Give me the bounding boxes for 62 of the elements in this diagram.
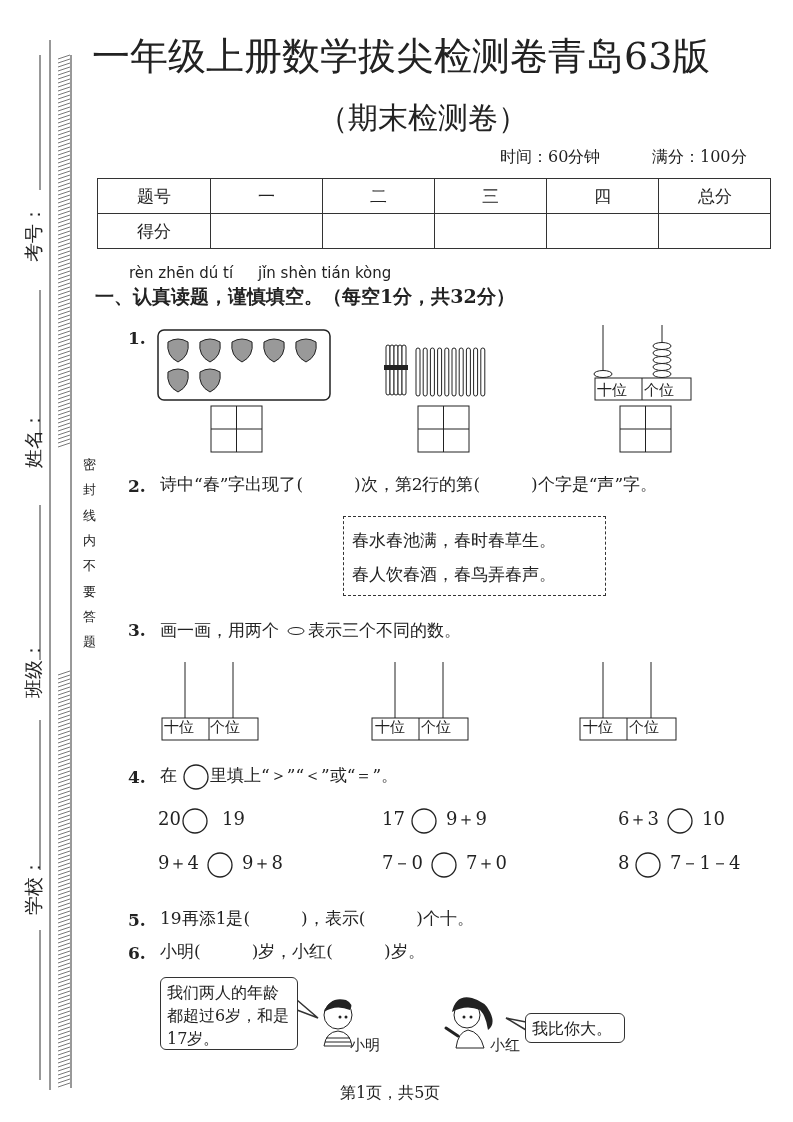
place-value-label: 个位 — [210, 718, 240, 736]
question-text: 画一画，用两个 — [160, 620, 279, 641]
expression: 7－1－4 — [670, 852, 741, 874]
expression: 7－0 — [382, 852, 423, 874]
expression: 7＋0 — [466, 852, 507, 874]
table-header-text: 四 — [594, 184, 611, 208]
question-text: 19再添1是( )，表示( )个十。 — [160, 908, 474, 929]
question-text: 表示三个不同的数。 — [308, 620, 461, 641]
place-value-label: 个位 — [421, 718, 451, 736]
time-info: 时间：60分钟 — [500, 147, 601, 167]
seal-line-notice: 密封线内不要答题 — [83, 456, 96, 652]
speech-bubble — [525, 1013, 625, 1043]
table-header-text: 得分 — [137, 219, 171, 243]
table-header-text: 总分 — [697, 184, 732, 208]
expression: 6＋3 — [618, 808, 659, 830]
poem-line: 春人饮春酒，春鸟弄春声。 — [352, 563, 557, 586]
section-heading: 一、认真读题，谨慎填空。（每空1分，共32分） — [95, 285, 515, 308]
place-value-label: 个位 — [644, 381, 674, 399]
question-text: 里填上“＞”“＜”或“＝”。 — [210, 765, 399, 786]
poem-box — [343, 516, 606, 596]
name-label: 姓名： — [22, 411, 45, 468]
score-info: 满分：100分 — [652, 147, 747, 167]
question-number: 3. — [128, 620, 146, 641]
exam-number-label: 考号： — [22, 205, 45, 262]
character-name: 小红 — [490, 1036, 520, 1054]
question-number: 4. — [128, 767, 146, 788]
title: 一年级上册数学拔尖检测卷青岛63版 — [92, 34, 711, 80]
place-value-label: 十位 — [583, 718, 613, 736]
pinyin: rèn zhēn dú tí — [129, 264, 234, 282]
character-name: 小明 — [350, 1036, 380, 1054]
speech-text: 我比你大。 — [532, 1018, 613, 1040]
place-value-label: 十位 — [164, 718, 194, 736]
question-number: 5. — [128, 910, 146, 931]
poem-line: 春水春池满，春时春草生。 — [352, 529, 557, 552]
question-text: 小明( )岁，小红( )岁。 — [160, 941, 425, 962]
expression: 9＋4 — [158, 852, 199, 874]
place-value-label: 十位 — [597, 381, 627, 399]
table-header-text: 题号 — [137, 184, 171, 208]
expression: 17 — [382, 808, 405, 830]
class-label: 班级： — [22, 641, 45, 698]
place-value-label: 个位 — [629, 718, 659, 736]
question-number: 6. — [128, 943, 146, 964]
expression: 9＋8 — [242, 852, 283, 874]
question-number: 2. — [128, 476, 146, 497]
pinyin: jǐn shèn tián kòng — [258, 264, 392, 282]
question-text: 在 — [160, 765, 177, 786]
number: 20 — [158, 808, 181, 830]
table-header-text: 一 — [258, 184, 275, 208]
page-number: 第1页，共5页 — [340, 1083, 441, 1103]
school-label: 学校： — [22, 858, 45, 915]
number: 8 — [618, 852, 630, 874]
table-header-text: 二 — [370, 184, 387, 208]
table-header-text: 三 — [482, 184, 499, 208]
subtitle: （期末检测卷） — [318, 100, 528, 136]
number: 10 — [702, 808, 725, 830]
question-text: 诗中“春”字出现了( )次，第2行的第( )个字是“声”字。 — [160, 474, 658, 495]
question-number: 1. — [128, 328, 146, 349]
number: 19 — [222, 808, 245, 830]
speech-bubble — [160, 977, 298, 1050]
place-value-label: 十位 — [375, 718, 405, 736]
expression: 9＋9 — [446, 808, 487, 830]
speech-text: 我们两人的年龄都超过6岁，和是17岁。 — [167, 982, 291, 1051]
